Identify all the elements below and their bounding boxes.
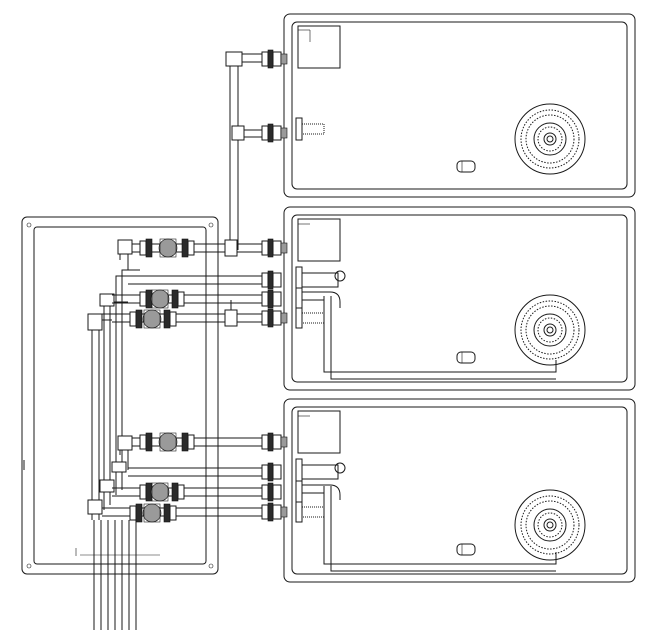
pump-icon (139, 238, 195, 258)
pump-icon (129, 503, 177, 523)
valve-fitting (261, 432, 288, 452)
valve-fitting (261, 238, 288, 258)
burner-icon (514, 294, 586, 366)
tank-middle (283, 206, 636, 391)
valve-fitting (261, 266, 346, 294)
valve-fitting (261, 287, 341, 311)
valve-fitting (261, 458, 346, 486)
burner-icon (514, 103, 586, 175)
pump-group-lower (102, 432, 346, 523)
valve-fitting (261, 117, 325, 143)
supply-pipes (75, 520, 160, 630)
pump-icon (139, 289, 185, 309)
vertical-headers (87, 239, 140, 520)
pump-icon (129, 309, 177, 329)
valve-fitting (261, 49, 288, 69)
pump-group-upper (112, 238, 346, 329)
burner-icon (514, 489, 586, 561)
tank-top (283, 13, 636, 198)
pump-icon (139, 432, 195, 452)
riser-pipe (225, 51, 262, 250)
valve-fitting (261, 480, 341, 504)
tank-bottom (283, 398, 636, 583)
pump-icon (139, 482, 185, 502)
valve-fitting (261, 501, 325, 523)
manifold-panel (21, 216, 219, 575)
valve-fitting (261, 307, 325, 329)
